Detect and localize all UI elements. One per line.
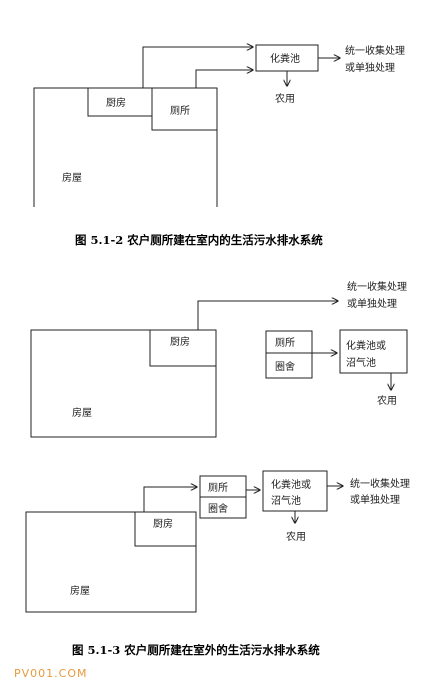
toilet-label-1: 厕所	[170, 105, 190, 117]
tank-label-line2-3: 沼气池	[271, 494, 301, 507]
toilet-label-3: 厕所	[208, 482, 228, 494]
house-label-2: 房屋	[72, 406, 92, 419]
tank-label-1: 化粪池	[270, 52, 300, 65]
farm-use-label-1: 农用	[275, 92, 295, 105]
house-label-3: 房屋	[70, 584, 90, 597]
kitchen-pipe-2	[197, 301, 338, 330]
tank-label-line1-3: 化粪池或	[271, 478, 311, 491]
caption-fig-5-1-3: 图 5.1-3 农户厕所建在室外的生活污水排水系统	[72, 643, 320, 657]
caption-fig-5-1-2: 图 5.1-2 农户厕所建在室内的生活污水排水系统	[75, 233, 323, 247]
house-outline-3	[25, 511, 197, 613]
tank-box-2	[339, 329, 408, 374]
house-outline-2	[30, 329, 217, 438]
watermark: PV001.COM	[14, 667, 87, 680]
toilet-box-1	[151, 87, 218, 131]
outflow-label-line1-3: 统一收集处理	[350, 477, 410, 490]
diagram-outdoor-toilet-a	[30, 301, 408, 438]
outflow-label-line1-2: 统一收集处理	[347, 280, 407, 293]
kitchen-label-2: 厨房	[170, 335, 190, 348]
kitchen-box-3	[134, 511, 197, 547]
outflow-label-line2-3: 或单独处理	[350, 493, 400, 506]
toilet-label-2: 厕所	[275, 337, 295, 349]
house-label-1: 房屋	[62, 171, 82, 184]
kitchen-label-3: 厨房	[153, 517, 173, 530]
kitchen-box-2	[149, 329, 217, 367]
pigsty-box-2	[265, 352, 313, 379]
kitchen-label-1: 厨房	[106, 96, 126, 109]
diagram-indoor-toilet	[33, 45, 340, 207]
tank-label-line2-2: 沼气池	[346, 356, 376, 369]
diagram-outdoor-toilet-b	[25, 470, 343, 613]
kitchen-pipe-3	[143, 487, 197, 512]
outflow-label-line2-2: 或单独处理	[347, 297, 397, 310]
toilet-pipe-1	[195, 70, 253, 88]
outflow-label-line2-1: 或单独处理	[345, 61, 395, 74]
farm-use-label-3: 农用	[286, 530, 306, 543]
tank-label-line1-2: 化粪池或	[346, 339, 386, 352]
kitchen-pipe-1	[142, 47, 253, 88]
pigsty-label-2: 圈舍	[275, 360, 295, 373]
pigsty-box-3	[199, 496, 247, 519]
pigsty-label-3: 圈舍	[208, 502, 228, 515]
farm-use-label-2: 农用	[377, 394, 397, 407]
outflow-label-line1-1: 统一收集处理	[345, 44, 405, 57]
